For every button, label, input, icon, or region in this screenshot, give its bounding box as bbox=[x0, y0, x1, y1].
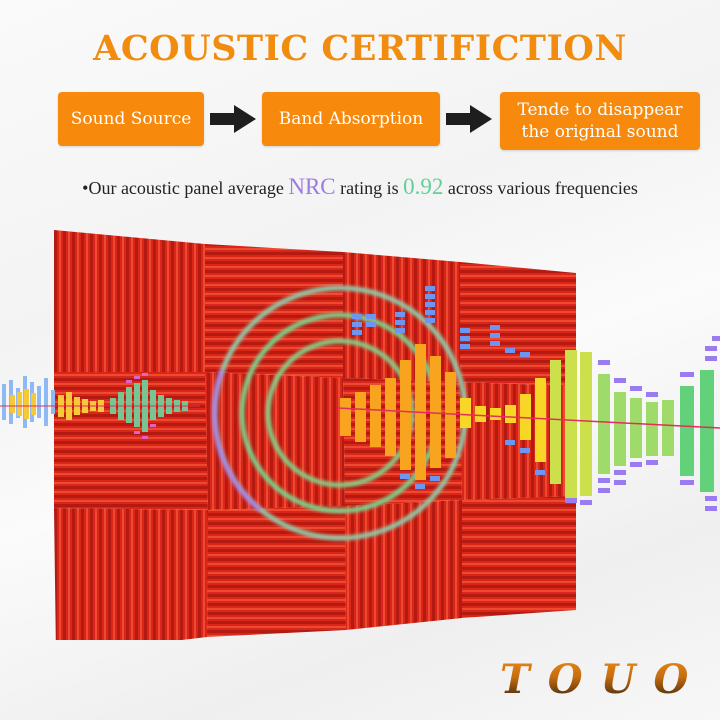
audio-equalizer-bars bbox=[337, 286, 720, 511]
source-waveform bbox=[0, 373, 200, 439]
nrc-prefix: Our acoustic panel average bbox=[88, 178, 289, 198]
right-arrow-icon bbox=[210, 105, 256, 133]
step-sound-source: Sound Source bbox=[58, 92, 204, 146]
step-label: Band Absorption bbox=[278, 109, 424, 129]
nrc-middle: rating is bbox=[335, 178, 404, 198]
brand-logo: TOUO bbox=[500, 656, 707, 703]
nrc-term: NRC bbox=[288, 174, 336, 199]
nrc-value: 0.92 bbox=[403, 174, 444, 199]
sound-wave-rings bbox=[211, 285, 468, 541]
frequency-axis-line bbox=[337, 407, 720, 429]
process-flow: Sound Source Band Absorption Tende to di… bbox=[0, 90, 720, 150]
step-label-line2: the original sound bbox=[521, 122, 679, 142]
nrc-statement: •Our acoustic panel average NRC rating i… bbox=[0, 174, 720, 200]
step-sound-disappears: Tende to disappear the original sound bbox=[500, 92, 700, 150]
step-band-absorption: Band Absorption bbox=[262, 92, 440, 146]
step-label-line1: Tende to disappear bbox=[517, 100, 683, 120]
right-arrow-icon bbox=[446, 105, 492, 133]
bullet: • bbox=[82, 178, 89, 198]
step-label: Sound Source bbox=[70, 109, 192, 129]
acoustic-panel-illustration bbox=[0, 230, 720, 640]
nrc-suffix: across various frequencies bbox=[443, 178, 638, 198]
page-title: ACOUSTIC CERTIFICTION bbox=[93, 28, 627, 69]
